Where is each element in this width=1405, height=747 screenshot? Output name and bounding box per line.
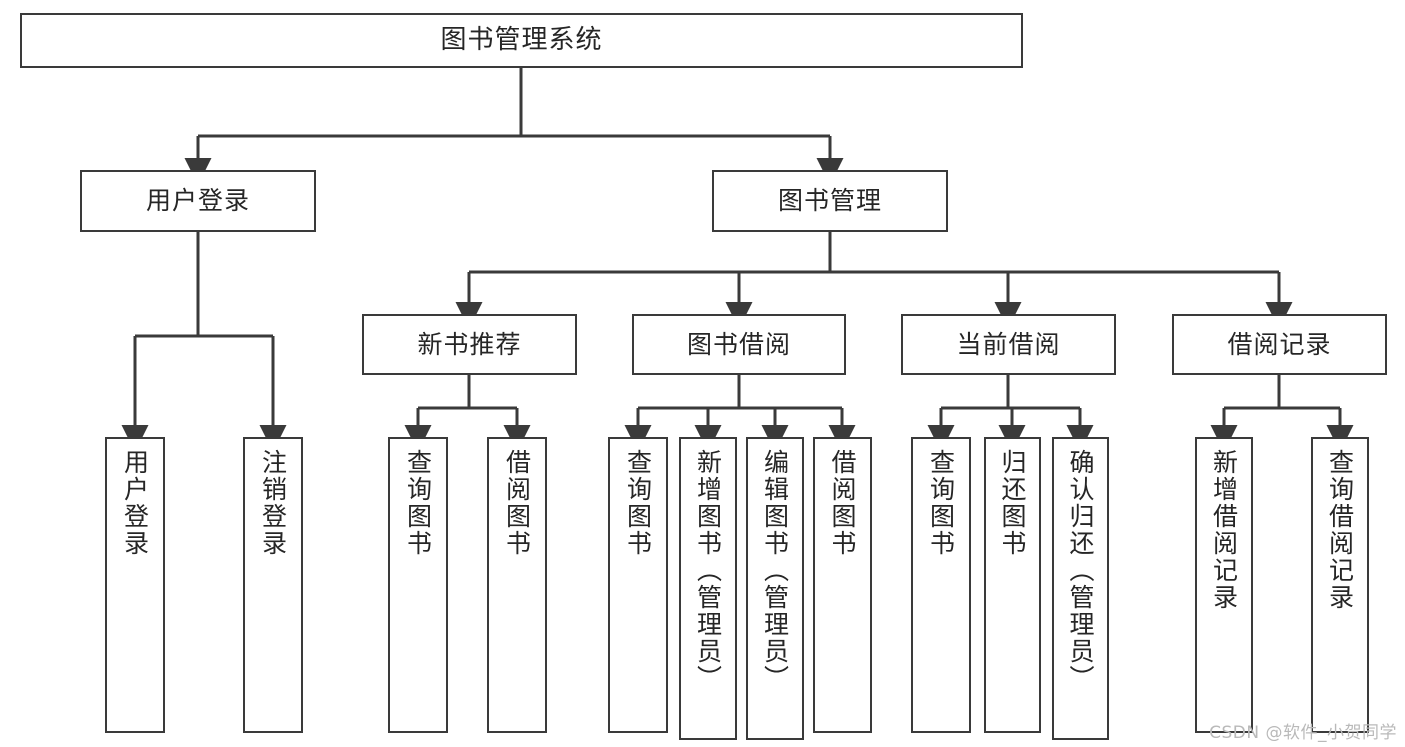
node-label: 新书推荐: [417, 329, 522, 359]
node-label: 借阅图书: [502, 449, 532, 557]
node-label: 图书管理: [777, 186, 882, 216]
node-leaf-注销登录: 注销登录: [243, 437, 303, 733]
node-level3-当前借阅: 当前借阅: [901, 314, 1116, 375]
node-label: 图书管理系统: [440, 25, 603, 56]
node-leaf-新增借阅记录: 新增借阅记录: [1195, 437, 1253, 733]
node-label: 注销登录: [258, 449, 288, 557]
node-label: 借阅记录: [1227, 329, 1332, 359]
node-label: 借阅图书: [828, 449, 857, 557]
node-leaf-查询图书: 查询图书: [608, 437, 668, 733]
node-leaf-借阅图书: 借阅图书: [813, 437, 872, 733]
node-level3-新书推荐: 新书推荐: [362, 314, 577, 375]
node-label: 确认归还（管理员）: [1066, 449, 1095, 692]
node-level3-图书借阅: 图书借阅: [632, 314, 846, 375]
node-leaf-查询图书: 查询图书: [911, 437, 971, 733]
node-leaf-新增图书管理员: 新增图书（管理员）: [679, 437, 737, 740]
node-level2-用户登录: 用户登录: [80, 170, 316, 232]
node-label: 查询图书: [926, 449, 956, 557]
node-label: 查询图书: [623, 449, 653, 557]
node-label: 新增借阅记录: [1209, 449, 1239, 611]
node-label: 编辑图书（管理员）: [760, 449, 790, 692]
node-leaf-用户登录: 用户登录: [105, 437, 165, 733]
node-label: 归还图书: [998, 449, 1027, 557]
node-root-图书管理系统: 图书管理系统: [20, 13, 1023, 68]
node-label: 图书借阅: [686, 329, 791, 359]
node-leaf-查询借阅记录: 查询借阅记录: [1311, 437, 1369, 733]
node-label: 用户登录: [120, 449, 150, 557]
node-label: 新增图书（管理员）: [693, 449, 723, 692]
node-label: 查询图书: [403, 449, 433, 557]
csdn-watermark: CSDN @软件_小贺同学: [1209, 723, 1397, 743]
node-label: 查询借阅记录: [1325, 449, 1355, 611]
node-label: 当前借阅: [956, 329, 1061, 359]
node-level2-图书管理: 图书管理: [712, 170, 948, 232]
node-leaf-借阅图书: 借阅图书: [487, 437, 547, 733]
node-label: 用户登录: [145, 186, 250, 216]
node-leaf-编辑图书管理员: 编辑图书（管理员）: [746, 437, 804, 740]
node-level3-借阅记录: 借阅记录: [1172, 314, 1387, 375]
node-leaf-确认归还管理员: 确认归还（管理员）: [1052, 437, 1109, 740]
node-leaf-归还图书: 归还图书: [984, 437, 1041, 733]
node-leaf-查询图书: 查询图书: [388, 437, 448, 733]
